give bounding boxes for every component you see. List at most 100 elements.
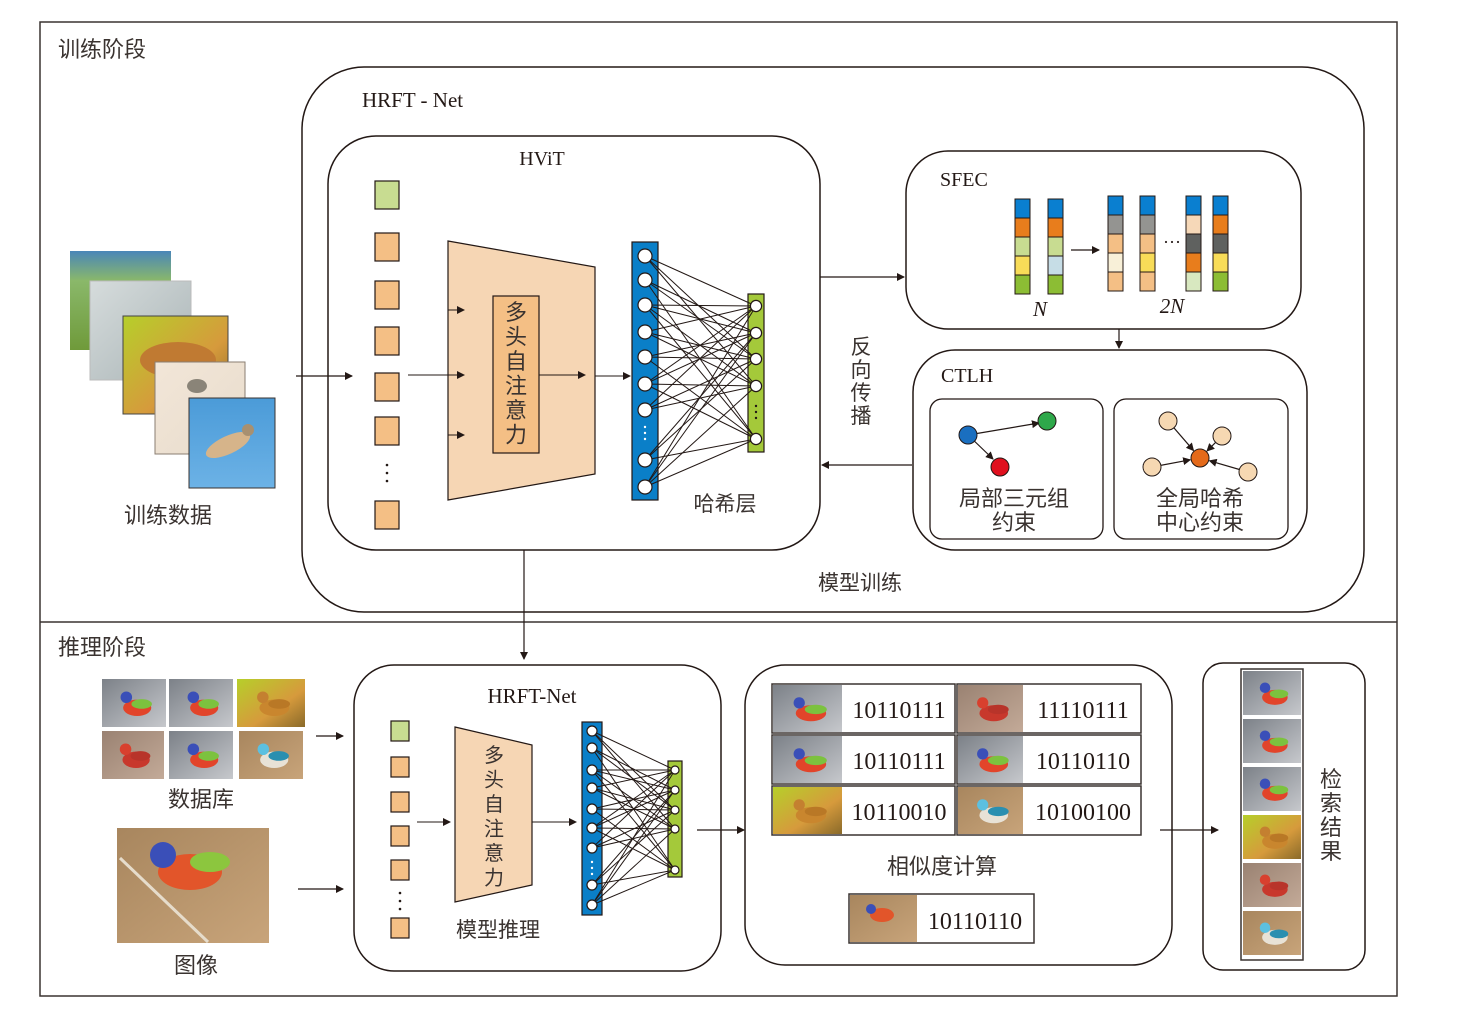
- patch-token: [374, 500, 400, 530]
- query-hash-code: 10110110: [928, 909, 1022, 935]
- hash-connection: [591, 769, 676, 789]
- hash-connection: [591, 828, 676, 849]
- bird-head: [1259, 874, 1271, 885]
- hash-connection: [644, 438, 757, 461]
- hash-connection: [644, 255, 757, 360]
- hash-output-neuron: [670, 865, 680, 875]
- hash-input-neuron: [586, 899, 598, 911]
- results-char: 结: [1320, 816, 1342, 841]
- feature-cell: [1014, 236, 1031, 257]
- feature-cell: [1212, 195, 1229, 216]
- bird-shape: [205, 431, 251, 459]
- hash-code-cell: 10100100: [956, 785, 1142, 836]
- bird-head: [1259, 730, 1271, 741]
- sample-node: [1142, 457, 1162, 477]
- results-char: 索: [1320, 792, 1342, 817]
- patch-token: [390, 917, 410, 939]
- feature-cell: [1047, 236, 1064, 257]
- hash-center-node: [1190, 448, 1210, 468]
- positive-node: [1037, 411, 1057, 431]
- bird-wing: [804, 806, 827, 817]
- hash-connection: [644, 255, 757, 307]
- attention-char: 意: [505, 399, 527, 424]
- hash-input-neuron: [586, 842, 598, 854]
- hash-code-cell: 10110111: [771, 683, 956, 734]
- hash-input-neuron: [637, 349, 653, 365]
- hash-input-neuron: [637, 376, 653, 392]
- hash-connection: [591, 808, 676, 871]
- hash-code-value: 10100100: [1035, 800, 1131, 826]
- feature-cell: [1014, 274, 1031, 295]
- bird-shape: [866, 904, 876, 914]
- feature-cell: [1047, 217, 1064, 238]
- ellipsis-dot: [590, 860, 594, 864]
- feature-cell: [1014, 255, 1031, 276]
- feature-cell: [1185, 214, 1202, 235]
- bird-wing: [190, 852, 230, 872]
- bird-head: [187, 743, 200, 755]
- ctlh-container: [912, 349, 1308, 551]
- hash-input-neuron: [586, 742, 598, 754]
- ellipsis-dot: [643, 431, 647, 435]
- hash-connection: [644, 385, 757, 411]
- bird-wing: [1269, 785, 1289, 795]
- attention-char: 力: [484, 866, 504, 890]
- bird-wing: [987, 704, 1009, 715]
- query-image-label: 图像: [174, 954, 218, 979]
- multi-head-attention-block: [492, 295, 540, 454]
- hash-input-neuron: [637, 452, 653, 468]
- hash-connection: [591, 809, 676, 849]
- hash-output-neuron: [670, 824, 680, 834]
- bird-wing: [130, 751, 151, 761]
- hrft-net-inference-title: HRFT-Net: [487, 684, 576, 708]
- results-char: 果: [1320, 840, 1342, 865]
- model-inference-label: 模型推理: [456, 918, 540, 942]
- feature-cell: [1185, 233, 1202, 254]
- patch-token: [374, 280, 400, 310]
- bird-head: [977, 697, 989, 709]
- branch-shape: [118, 856, 210, 944]
- patch-token: [390, 791, 410, 813]
- hash-input-neuron: [586, 764, 598, 776]
- ellipsis-dot: [754, 404, 758, 408]
- backprop-char: 向: [851, 358, 872, 382]
- bird-wing: [1269, 881, 1289, 891]
- hash-connection: [591, 769, 676, 849]
- global-hash-center-box: [1113, 398, 1289, 540]
- feature-cell: [1107, 195, 1124, 216]
- hash-connection: [591, 789, 676, 906]
- hash-output-neuron: [749, 352, 763, 366]
- hash-input-neuron: [637, 248, 653, 264]
- attention-char: 意: [484, 841, 504, 865]
- hash-connection: [591, 747, 676, 791]
- patch-token: [390, 825, 410, 847]
- training-data-stack: 训练数据: [70, 251, 276, 529]
- global-hash-label-line2: 中心约束: [1156, 511, 1244, 536]
- bird-head: [977, 748, 989, 760]
- hash-connection: [591, 769, 676, 829]
- attention-char: 多: [484, 743, 504, 767]
- retrieval-results-column: [1240, 668, 1304, 961]
- triplet-arrow-positive: [967, 420, 1040, 436]
- feature-cell: [1047, 255, 1064, 276]
- bird-head: [793, 697, 805, 709]
- hash-input-neuron: [586, 822, 598, 834]
- class-token: [390, 720, 410, 742]
- anchor-node: [958, 425, 978, 445]
- feature-cell: [1139, 233, 1156, 254]
- bird-head: [1259, 922, 1271, 933]
- hash-code-cell: 11110111: [956, 683, 1142, 734]
- feature-cell: [1047, 274, 1064, 295]
- backprop-char: 反: [851, 335, 872, 359]
- hash-connection: [591, 769, 676, 871]
- bird-head: [793, 799, 805, 811]
- local-triplet-label-line2: 约束: [992, 511, 1036, 536]
- feature-cell: [1107, 252, 1124, 273]
- feature-cell: [1185, 271, 1202, 292]
- hvit-title: HViT: [519, 148, 564, 170]
- hash-connection: [644, 358, 757, 411]
- local-triplet-label-line1: 局部三元组: [959, 487, 1069, 512]
- feature-cell: [1212, 271, 1229, 292]
